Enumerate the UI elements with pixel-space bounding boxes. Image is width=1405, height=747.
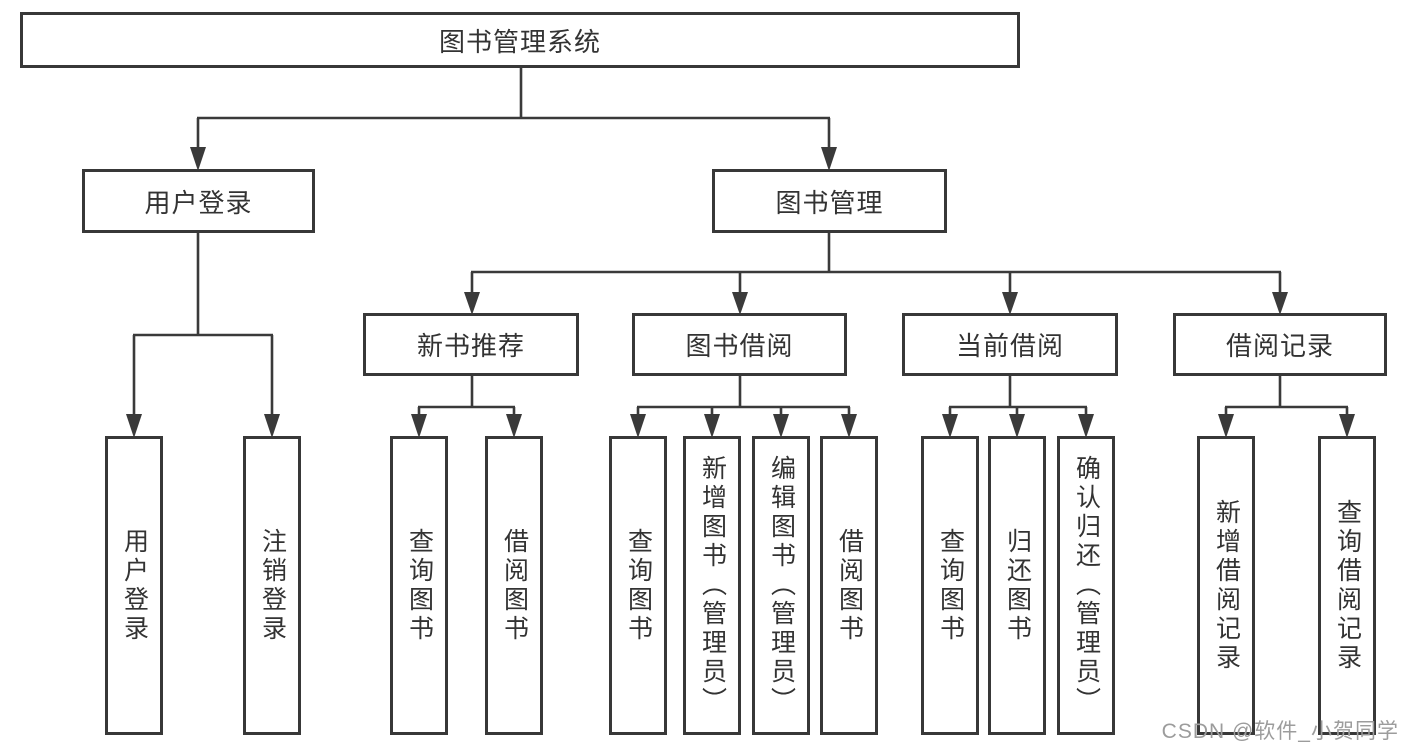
leaf-query-books-borrowing: 查询图书 xyxy=(609,436,667,735)
leaf-query-borrow-record: 查询借阅记录 xyxy=(1318,436,1376,735)
node-label: 查询图书 xyxy=(624,527,653,644)
node-label: 新增借阅记录 xyxy=(1212,498,1241,673)
node-user-login-group: 用户登录 xyxy=(82,169,315,233)
leaf-return-books: 归还图书 xyxy=(988,436,1046,735)
node-label: 确认归还（管理员） xyxy=(1072,455,1101,716)
node-label: 借阅图书 xyxy=(500,527,529,644)
leaf-borrow-books: 借阅图书 xyxy=(820,436,878,735)
node-label: 图书管理系统 xyxy=(438,26,601,57)
node-label: 编辑图书（管理员） xyxy=(767,455,796,716)
leaf-borrow-books-recommend: 借阅图书 xyxy=(485,436,543,735)
node-label: 查询借阅记录 xyxy=(1333,498,1362,673)
node-label: 查询图书 xyxy=(405,527,434,644)
leaf-confirm-return-admin: 确认归还（管理员） xyxy=(1057,436,1115,735)
node-label: 用户登录 xyxy=(144,187,253,218)
node-label: 注销登录 xyxy=(258,527,287,644)
leaf-query-books-current: 查询图书 xyxy=(921,436,979,735)
leaf-add-books-admin: 新增图书（管理员） xyxy=(683,436,741,735)
leaf-query-books-recommend: 查询图书 xyxy=(390,436,448,735)
node-label: 新增图书（管理员） xyxy=(698,455,727,716)
node-label: 图书借阅 xyxy=(685,331,794,361)
leaf-user-login: 用户登录 xyxy=(105,436,163,735)
node-label: 归还图书 xyxy=(1003,527,1032,644)
node-label: 查询图书 xyxy=(936,527,965,644)
node-borrowing-records: 借阅记录 xyxy=(1173,313,1387,376)
node-label: 当前借阅 xyxy=(955,331,1064,361)
node-root-system: 图书管理系统 xyxy=(20,12,1020,68)
node-label: 图书管理 xyxy=(775,187,884,218)
leaf-add-borrow-record: 新增借阅记录 xyxy=(1197,436,1255,735)
node-label: 新书推荐 xyxy=(416,331,525,361)
node-current-borrowing: 当前借阅 xyxy=(902,313,1118,376)
leaf-logout: 注销登录 xyxy=(243,436,301,735)
node-new-book-recommend: 新书推荐 xyxy=(363,313,579,376)
node-label: 借阅记录 xyxy=(1225,331,1334,361)
node-label: 借阅图书 xyxy=(835,527,864,644)
csdn-watermark: CSDN @软件_小贺同学 xyxy=(1161,720,1399,743)
node-label: 用户登录 xyxy=(120,527,149,644)
node-book-management: 图书管理 xyxy=(712,169,947,233)
node-book-borrowing: 图书借阅 xyxy=(632,313,847,376)
leaf-edit-books-admin: 编辑图书（管理员） xyxy=(752,436,810,735)
